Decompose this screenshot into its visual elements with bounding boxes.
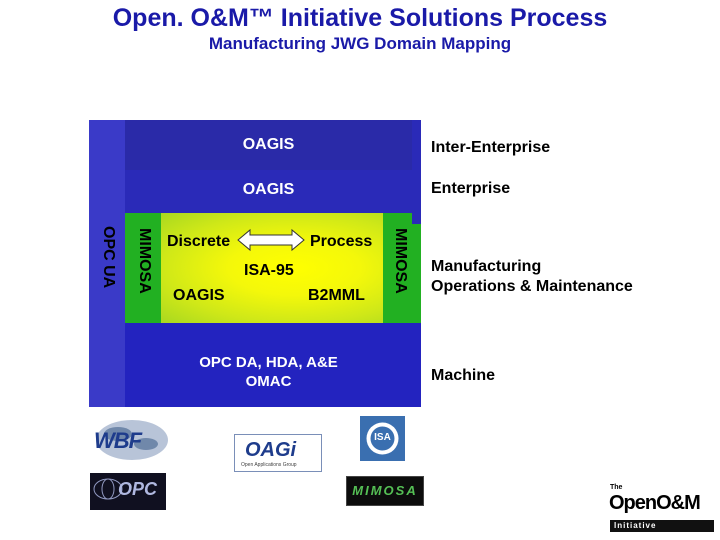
isa-logo-text: ISA xyxy=(374,432,391,443)
right-strip-blue-lower xyxy=(412,323,421,407)
isa-emblem-icon xyxy=(366,422,399,455)
level-inter-enterprise: Inter-Enterprise xyxy=(431,139,551,156)
level-machine: Machine xyxy=(431,367,496,384)
page-subtitle: Manufacturing JWG Domain Mapping xyxy=(208,34,512,53)
machine-band xyxy=(125,323,412,407)
mimosa-logo: MIMOSA xyxy=(346,476,424,506)
openom-logo-initiative: Initiative xyxy=(614,521,657,530)
mimosa-right-bar xyxy=(383,213,412,323)
process-label: Process xyxy=(310,233,373,250)
isa-logo: ISA xyxy=(360,416,405,461)
mimosa-logo-text: MIMOSA xyxy=(352,483,418,498)
machine-protocols-label: OPC DA, HDA, A&E xyxy=(199,354,338,371)
globe-icon xyxy=(96,420,168,460)
oagi-logo: OAGi Open Applications Group xyxy=(234,434,322,472)
openom-logo: The OpenO&M Initiative xyxy=(606,484,718,536)
oagi-logo-text: OAGi xyxy=(245,439,297,461)
isa95-label: ISA-95 xyxy=(244,262,294,279)
opc-globe-icon xyxy=(93,478,123,500)
right-strip-blue xyxy=(412,120,421,224)
opc-ua-bar xyxy=(89,120,125,407)
right-strip-green xyxy=(412,224,421,323)
openom-logo-band: Initiative xyxy=(610,520,714,532)
discrete-label: Discrete xyxy=(167,233,231,250)
mimosa-right-label: MIMOSA xyxy=(392,228,409,294)
wbf-logo: WBF xyxy=(88,416,170,462)
openom-logo-name: OpenO&M xyxy=(609,492,701,514)
opc-logo: OPC xyxy=(90,473,166,510)
inter-enterprise-oagis-label: OAGIS xyxy=(242,136,295,153)
level-enterprise: Enterprise xyxy=(431,180,511,197)
enterprise-band xyxy=(125,170,412,213)
wbf-logo-text: WBF xyxy=(94,428,142,453)
mimosa-left-bar xyxy=(125,213,161,323)
b2mml-label: B2MML xyxy=(308,287,365,304)
oagi-logo-subtext: Open Applications Group xyxy=(241,462,297,468)
level-manufacturing-line1: Manufacturing xyxy=(431,258,542,275)
page-title: Open. O&M™ Initiative Solutions Process xyxy=(112,4,608,32)
opc-logo-text: OPC xyxy=(118,479,158,499)
inter-enterprise-band xyxy=(125,120,412,170)
openom-logo-the: The xyxy=(610,484,623,491)
machine-omac-label: OMAC xyxy=(245,373,292,390)
mfg-oagis-label: OAGIS xyxy=(173,287,225,304)
bidirectional-arrow-icon xyxy=(237,228,305,252)
mimosa-left-label: MIMOSA xyxy=(136,228,153,294)
enterprise-oagis-label: OAGIS xyxy=(242,181,295,198)
opc-ua-label: OPC UA xyxy=(100,226,117,289)
manufacturing-box xyxy=(161,213,383,323)
level-manufacturing-line2: Operations & Maintenance xyxy=(431,278,633,295)
